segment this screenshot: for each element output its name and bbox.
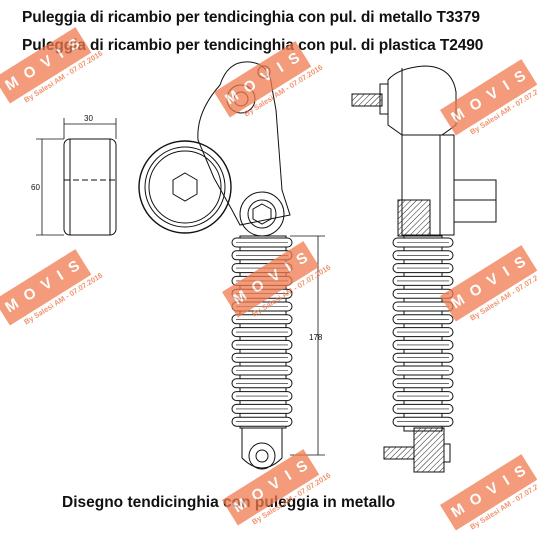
top-bolt-thread	[351, 93, 383, 107]
pulley-width-dimension: 30	[84, 114, 93, 123]
pulley-hub-side	[453, 179, 497, 223]
bottom-nut	[443, 443, 451, 463]
pulley-hex-bolt	[172, 172, 198, 202]
upper-eye-hex-bolt	[252, 203, 272, 225]
lower-eye-outer	[248, 442, 276, 470]
upper-eye-outer	[239, 191, 285, 237]
lower-eye-inner	[255, 449, 269, 463]
side-spring-coils	[392, 237, 454, 427]
title-line-2: Puleggia di ricambio per tendicinghia co…	[22, 37, 484, 54]
pulley-dimension-lines	[36, 118, 117, 236]
upper-eye-inner	[247, 199, 277, 229]
pulley-outer	[138, 140, 232, 234]
pulley-profile	[63, 138, 117, 236]
bottom-bolt-thread	[383, 446, 415, 460]
pulley-diameter-dimension: 60	[31, 183, 40, 192]
pulley-rim	[144, 146, 226, 228]
technical-drawing: 30 60 178	[31, 61, 497, 473]
pulley-side-view	[63, 138, 117, 236]
upper-housing	[387, 65, 457, 136]
pulley-inner	[148, 150, 222, 224]
lower-eye-housing	[241, 428, 283, 469]
upper-eye-bolt-side	[397, 199, 431, 237]
title-line-1: Puleggia di ricambio per tendicinghia co…	[22, 9, 480, 26]
tensioner-side-view	[351, 65, 497, 473]
spring-length-dimension: 178	[309, 333, 323, 342]
bottom-eye-side	[413, 427, 445, 473]
